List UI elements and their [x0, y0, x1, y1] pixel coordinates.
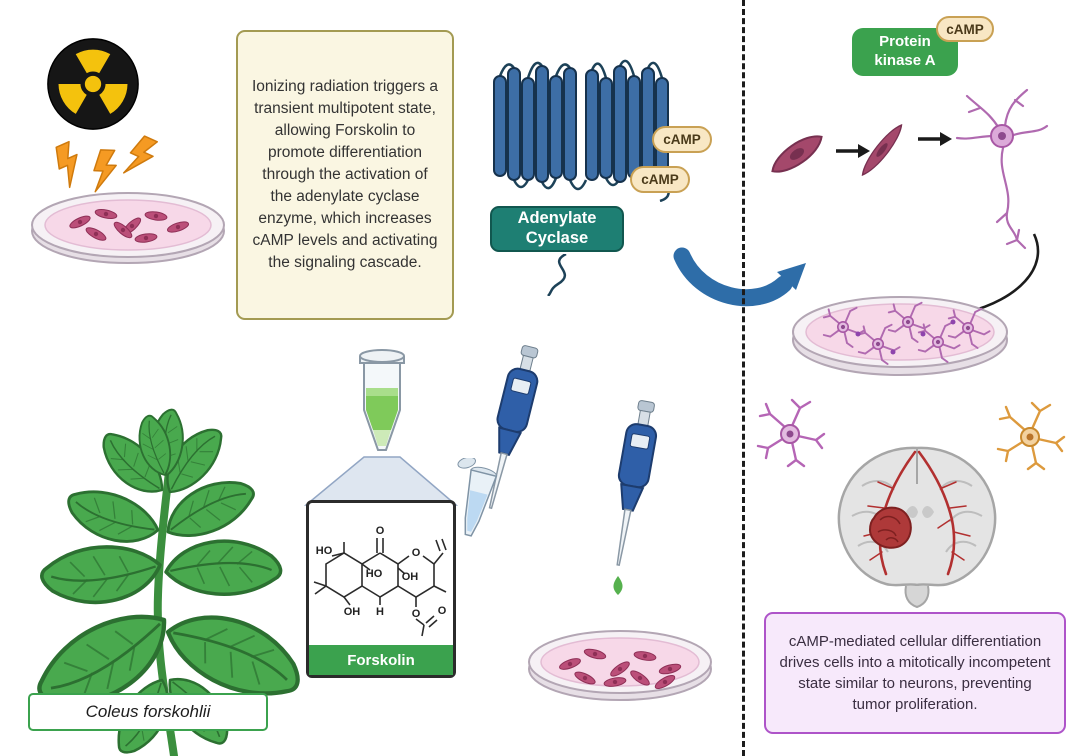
- activation-arrow: [673, 247, 806, 307]
- sample-tube-icon: [457, 458, 498, 537]
- coleus-label: Coleus forskohlii: [28, 693, 268, 731]
- petri-dish-neurons: [792, 296, 1008, 376]
- brain-tumor-illustration: [837, 446, 997, 609]
- atom-o-ketone: O: [376, 525, 385, 537]
- camp-badge-1: cAMP: [652, 126, 712, 153]
- neuron-icon-orange: [996, 401, 1066, 471]
- outcome-note: cAMP-mediated cellular differentiation d…: [764, 612, 1066, 734]
- atom-labels: O HO HO OH H OH O O O: [316, 525, 447, 620]
- magnifier-trapezoid: [303, 456, 459, 506]
- atom-o-carbonyl: O: [438, 605, 447, 617]
- fibroblast-cell-2: [861, 124, 903, 176]
- spindle-cells: [69, 208, 190, 243]
- transmembrane-helices: [493, 65, 669, 183]
- dish-neurons: [822, 301, 991, 365]
- atom-oh-mid: OH: [402, 571, 419, 583]
- adenylate-cyclase-protein: [493, 59, 670, 202]
- atom-o-ester: O: [412, 608, 421, 620]
- petri-dish-treated: [528, 630, 712, 701]
- extract-tube-icon: [359, 349, 405, 451]
- tumor-mass: [868, 506, 912, 549]
- neuron-differentiated: [955, 88, 1049, 250]
- radiation-note: Ionizing radiation triggers a transient …: [236, 30, 454, 320]
- forskolin-structure: O HO HO OH H OH O O O: [313, 525, 447, 637]
- atom-o-ring: O: [412, 547, 421, 559]
- bond-lines: [313, 538, 447, 637]
- atom-ho-top: HO: [316, 545, 333, 557]
- brain-ventricles: [906, 506, 934, 518]
- differentiation-arrow-2: [918, 132, 952, 146]
- camp-badge-2: cAMP: [630, 166, 690, 193]
- neuron-icon-pink: [756, 398, 826, 468]
- droplet-icon: [613, 576, 623, 595]
- protein-tail-squiggle: [547, 254, 567, 296]
- atom-ho-mid: HO: [366, 568, 383, 580]
- petri-dish-irradiated: [31, 192, 225, 264]
- forskolin-label-band: Forskolin: [309, 645, 453, 675]
- micropipette-icon-2: [613, 400, 658, 595]
- atom-oh-bottom: OH: [344, 606, 361, 618]
- adenylate-cyclase-label: Adenylate Cyclase: [490, 206, 624, 252]
- fibroblast-cell-1: [771, 135, 823, 173]
- camp-badge-3: cAMP: [936, 16, 994, 42]
- radiation-icon: [47, 38, 139, 130]
- spindle-cells: [559, 648, 682, 689]
- section-divider: [742, 0, 745, 756]
- atom-h-bottom: H: [376, 606, 384, 618]
- differentiation-arrow-1: [836, 144, 870, 158]
- micropipette-icon-1: [488, 345, 539, 510]
